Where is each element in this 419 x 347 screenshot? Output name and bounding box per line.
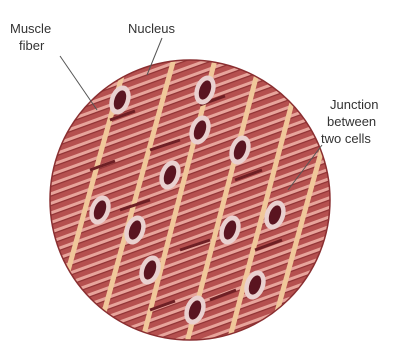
junction-label-line3: two cells: [321, 131, 371, 146]
junction-label-line2: between: [327, 114, 376, 129]
muscle-fiber-label-line1: Muscle: [10, 21, 51, 36]
muscle-fiber-label-line2: fiber: [19, 38, 45, 53]
nucleus-label: Nucleus: [128, 21, 175, 36]
junction-label-line1: Junction: [330, 97, 378, 112]
label-muscle-fiber: Muscle fiber: [10, 21, 97, 110]
muscle-fiber-leader-line: [60, 56, 97, 110]
